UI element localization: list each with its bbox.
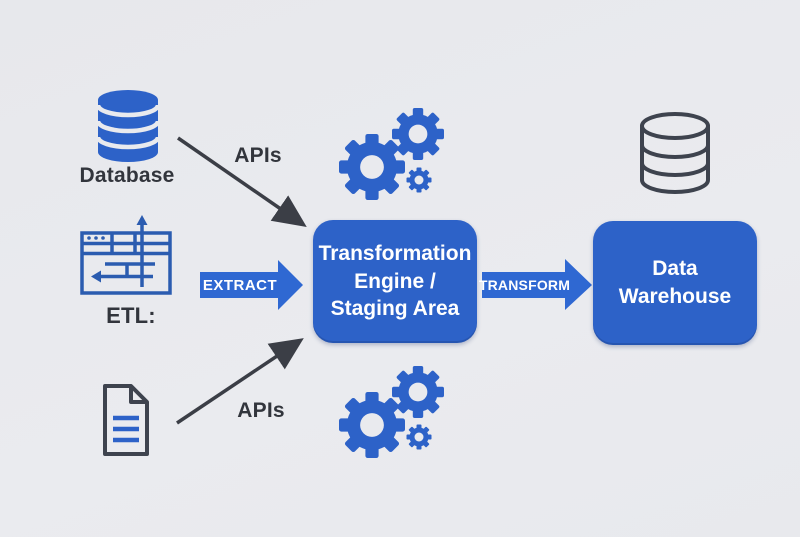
gears-processing-icon: [339, 108, 444, 200]
api-top-label: APIs: [234, 144, 282, 167]
api-top-arrow: [177, 136, 307, 227]
warehouse-node: Data Warehouse: [593, 221, 757, 345]
warehouse-node-label: Data Warehouse: [618, 257, 732, 308]
api-bottom-arrow: [176, 338, 304, 425]
extract-label: EXTRACT: [202, 276, 278, 294]
transform-label: TRANSFORM: [478, 277, 571, 293]
database-label: Database: [79, 164, 175, 187]
etl-label: ETL:: [106, 303, 156, 328]
staging-node: Transformation Engine / Staging Area: [313, 220, 477, 343]
database-cylinder-outline-icon: [640, 112, 710, 194]
api-bottom-label: APIs: [237, 399, 285, 422]
document-lines-icon: [103, 384, 149, 456]
gears-processing-icon: [339, 366, 444, 458]
transform-arrow: [482, 259, 592, 310]
extract-arrow: [200, 260, 303, 310]
etl-window-flow-icon: [80, 215, 172, 295]
database-cylinder-filled-icon: [95, 90, 161, 162]
staging-node-label: Transformation Engine / Staging Area: [318, 241, 472, 321]
